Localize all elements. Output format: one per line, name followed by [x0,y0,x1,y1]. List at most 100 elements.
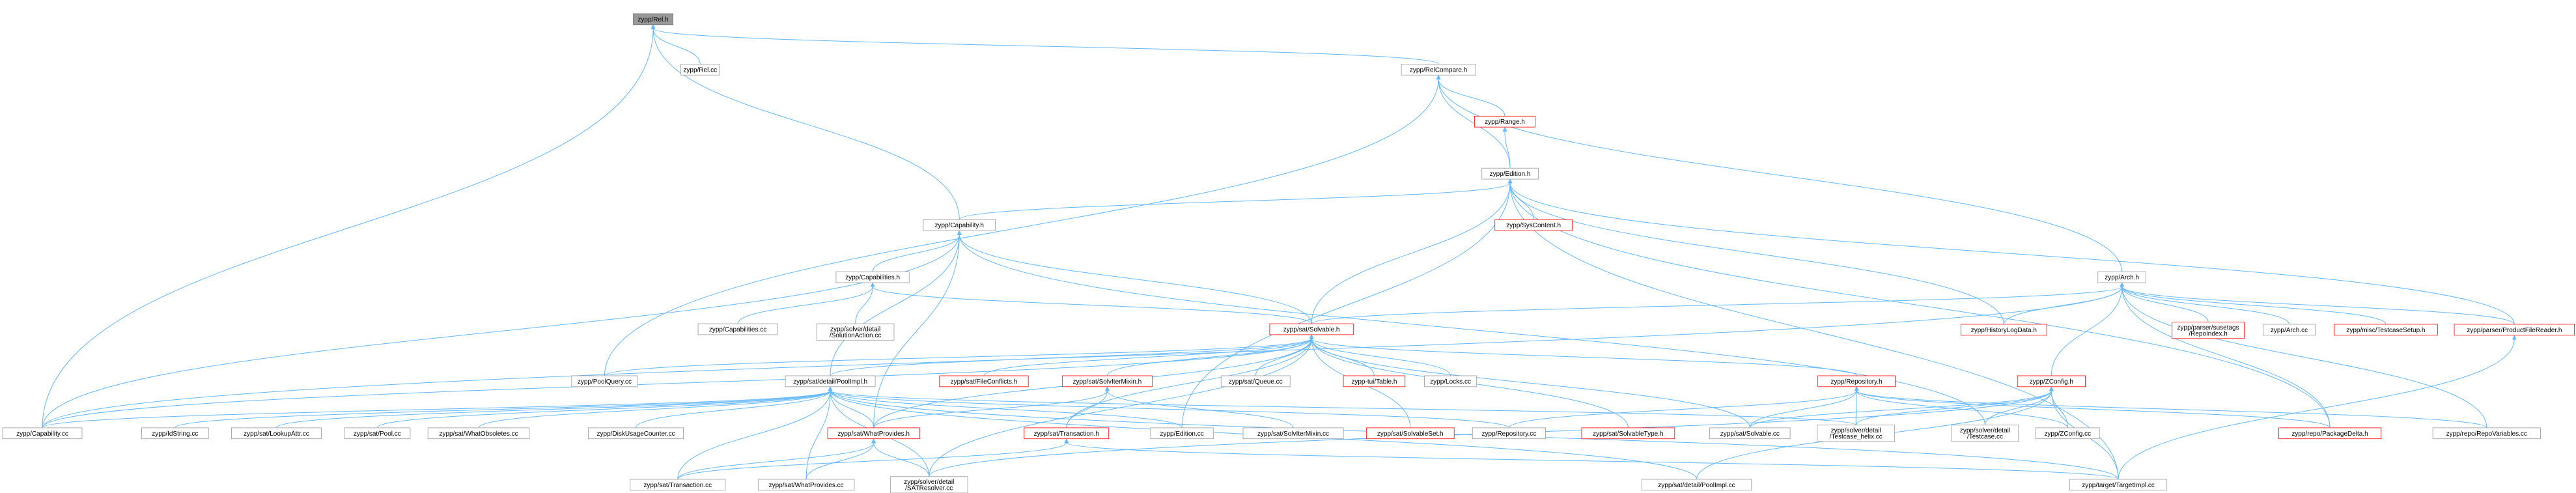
node-box [757,479,855,491]
node-box [2278,427,2382,440]
edge-solvitermixin_cc-to-solvitermixin_h [1104,386,1294,429]
node-label: zypp/RelCompare.h [1410,66,1467,74]
node-poolimpl-h[interactable]: zypp/sat/detail/PoolImpl.h [785,375,876,387]
node-queue-cc[interactable]: zypp/sat/Queue.cc [1220,375,1291,387]
node-testcasesetup-h[interactable]: zypp/misc/TestcaseSetup.h [2334,324,2438,336]
edge-solvable_h-to-edition_h [1311,178,1513,324]
node-label: zypp/PoolQuery.cc [578,378,632,386]
node-capabilities-cc[interactable]: zypp/Capabilities.cc [697,323,778,335]
node-solvable-cc[interactable]: zypp/sat/Solvable.cc [1709,427,1791,440]
node-whatprovides-h[interactable]: zypp/sat/WhatProvides.h [827,427,920,440]
node-box [939,375,1029,387]
node-box [680,64,720,76]
edge-locks_cc-to-solvable_h [1309,334,1451,376]
node-label: zypp/Edition.cc [1160,430,1203,438]
edge-productfilereader_h-to-arch_h [2120,282,2515,325]
node-box [2432,427,2541,440]
node-historylogdata-h[interactable]: zypp/HistoryLogData.h [1961,324,2047,336]
edge-repository_h-to-solvable_h [1309,334,1857,376]
node-box [1220,375,1291,387]
node-arch-cc[interactable]: zypp/Arch.cc [2262,324,2316,336]
node-repository-h[interactable]: zypp/Repository.h [1817,375,1896,387]
edge-fileconflicts_h-to-solvable_h [983,334,1314,376]
node-label: zypp/sat/Transaction.h [1034,430,1099,438]
node-targetimpl-cc[interactable]: zypp/target/TargetImpl.cc [2069,479,2168,491]
edge-capability_h-to-rel_h [651,24,960,220]
node-solvitermixin-h[interactable]: zypp/sat/SolvIterMixin.h [1061,375,1153,387]
node-fileconflicts-h[interactable]: zypp/sat/FileConflicts.h [939,375,1029,387]
dependency-edges [42,24,2517,480]
edge-repovariables_cc-to-repository_h [1854,386,2487,429]
node-transaction-cc[interactable]: zypp/sat/Transaction.cc [630,479,726,491]
node-label: zypp/sat/FileConflicts.h [951,378,1018,386]
node-testcase-helix-cc[interactable]: zypp/solver/detail/Testcase_helix.cc [1817,425,1896,442]
node-box [2069,479,2168,491]
edge-whatprovides_h-to-solvitermixin_h [873,386,1110,429]
node-relcompare-h[interactable]: zypp/RelCompare.h [1401,64,1476,76]
node-capability-h[interactable]: zypp/Capability.h [923,219,996,231]
node-solutionaction-cc[interactable]: zypp/solver/detail/SolutionAction.cc [816,323,895,341]
node-locks-cc[interactable]: zypp/Locks.cc [1424,375,1477,387]
edge-poolimpl_h-to-capability_h [830,230,962,376]
node-box [427,427,530,440]
node-label: zypp-tui/Table.h [1351,378,1397,386]
node-testcase-cc[interactable]: zypp/solver/detail/Testcase.cc [1951,425,2019,442]
node-zconfig-h[interactable]: zypp/ZConfig.h [2017,375,2086,387]
node-packagedelta-h[interactable]: zypp/repo/PackageDelta.h [2278,427,2382,440]
node-repository-cc[interactable]: zypp/Repository.cc [1472,427,1547,440]
node-box [2097,271,2146,283]
edge-edition_cc-to-poolimpl_h [828,386,1183,429]
node-edition-h[interactable]: zypp/Edition.h [1481,167,1539,180]
node-idstring-cc[interactable]: zypp/IdString.cc [141,427,209,440]
node-label: zypp/SysContent.h [1506,222,1561,229]
node-rel-cc[interactable]: zypp/Rel.cc [680,64,720,76]
node-pool-cc[interactable]: zypp/sat/Pool.cc [344,427,411,440]
node-satresolver-cc[interactable]: zypp/solver/detail/SATResolver.cc [889,476,968,493]
edge-capabilities_cc-to-capabilities_h [737,282,875,324]
node-label: zypp/solver/detail/Testcase.cc [1960,427,2010,441]
node-arch-h[interactable]: zypp/Arch.h [2097,271,2146,283]
edge-testcasesetup_h-to-arch_h [2120,282,2387,325]
node-table-h[interactable]: zypp-tui/Table.h [1343,375,1406,387]
node-box [1343,375,1406,387]
node-edition-cc[interactable]: zypp/Edition.cc [1150,427,1214,440]
node-solvitermixin-cc[interactable]: zypp/sat/SolvIterMixin.cc [1242,427,1344,440]
node-solvableset-h[interactable]: zypp/sat/SolvableSet.h [1365,427,1455,440]
node-range-h[interactable]: zypp/Range.h [1474,115,1535,128]
node-box [1242,427,1344,440]
node-repoindex-h[interactable]: zypp/parser/susetags/RepoIndex.h [2172,322,2245,339]
node-solvable-h[interactable]: zypp/sat/Solvable.h [1269,323,1354,335]
node-zconfig-cc[interactable]: zypp/ZConfig.cc [2035,427,2100,440]
node-box [1709,427,1791,440]
node-box [1817,375,1896,387]
edge-transaction_h-to-solvable_h [1066,334,1314,428]
edge-targetimpl_cc-to-productfilereader_h [2118,335,2517,479]
node-whatprovides-cc[interactable]: zypp/sat/WhatProvides.cc [757,479,855,491]
node-syscontent-h[interactable]: zypp/SysContent.h [1494,219,1573,231]
node-label: zypp/repo/PackageDelta.h [2291,430,2368,438]
node-box [1365,427,1455,440]
node-label: zypp/Arch.h [2105,274,2139,281]
edge-solvable_cc-to-solvable_h [1309,334,1750,428]
node-transaction-h[interactable]: zypp/sat/Transaction.h [1024,427,1110,440]
node-whatobsoletes-cc[interactable]: zypp/sat/WhatObsoletes.cc [427,427,530,440]
edge-capability_cc-to-poolimpl_h [42,386,833,429]
node-poolquery-cc[interactable]: zypp/PoolQuery.cc [571,375,638,387]
edge-packagedelta_h-to-arch_h [2120,282,2331,428]
node-repovariables-cc[interactable]: zypp/repo/RepoVariables.cc [2432,427,2541,440]
node-diskusagecounter-cc[interactable]: zypp/DiskUsageCounter.cc [588,427,684,440]
node-label: zypp/sat/Transaction.cc [643,482,712,489]
node-poolimpl-cc[interactable]: zypp/sat/detail/PoolImpl.cc [1641,479,1752,491]
node-solvabletype-h[interactable]: zypp/sat/SolvableType.h [1581,427,1675,440]
node-label: zypp/sat/detail/PoolImpl.cc [1658,482,1735,489]
node-label: zypp/ZConfig.cc [2044,430,2091,438]
node-lookupattr-cc[interactable]: zypp/sat/LookupAttr.cc [231,427,322,440]
node-capability-cc[interactable]: zypp/Capability.cc [2,427,83,440]
node-label: zypp/sat/Solvable.cc [1720,430,1780,438]
node-productfilereader-h[interactable]: zypp/parser/ProductFileReader.h [2454,324,2575,336]
edge-transaction_cc-to-poolimpl_h [677,386,833,479]
edge-testcase_helix_cc-to-zconfig_h [1855,386,2054,425]
edge-whatobsoletes_cc-to-poolimpl_h [478,386,833,429]
node-capabilities-h[interactable]: zypp/Capabilities.h [835,271,910,283]
node-box [2172,322,2245,339]
